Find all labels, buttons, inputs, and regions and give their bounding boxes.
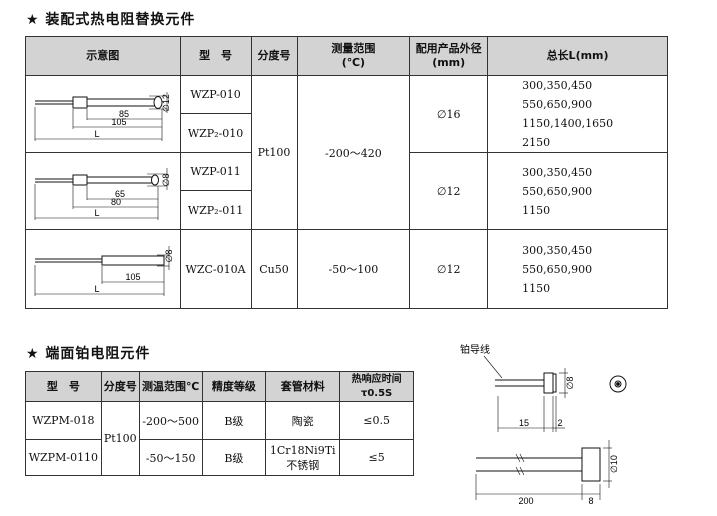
length-cell-2: 300,350,450 550,650,900 1150 [487, 152, 668, 230]
dim-label: ∅8 [161, 174, 171, 187]
model-cell: WZC-010A [179, 229, 252, 309]
element-diagram-1: ∅12 85 105 L [34, 92, 171, 141]
header-grade: 精度等级 [201, 371, 267, 402]
dim-label: 105 [125, 272, 140, 282]
length-cell-3: 300,350,450 550,650,900 1150 [487, 229, 668, 309]
range-cell: -50～150 [138, 439, 203, 476]
dim-label: L [94, 208, 99, 218]
dim-label: 105 [111, 117, 126, 127]
dim-label: 15 [519, 418, 529, 428]
time-cell: ≤0.5 [339, 401, 414, 440]
length-line: 2150 [522, 136, 551, 149]
length-line: 300,350,450 [522, 79, 593, 92]
header-graduation: 分度号 [250, 36, 298, 76]
dim-label: L [94, 129, 99, 139]
model-cell: WZP₂-011 [179, 190, 252, 230]
range-cu50: -50～100 [296, 229, 411, 309]
length-line: 1150 [522, 281, 551, 295]
header-model: 型 号 [25, 371, 102, 402]
graduation-pt100: Pt100 [250, 75, 298, 230]
header-model: 型 号 [179, 36, 252, 76]
header-graduation: 分度号 [100, 371, 140, 402]
dim-label: 80 [111, 197, 121, 207]
platinum-element-table: 型 号 分度号 测温范围℃ 精度等级 套管材料 热响应时间τ0.5S WZPM-… [25, 371, 414, 476]
dim-label: 8 [588, 496, 593, 506]
grade-cell: B级 [201, 401, 267, 440]
dim-label: 2 [557, 418, 562, 428]
section2-title: ★ 端面铂电阻元件 [26, 346, 151, 362]
element-diagram-3: ∅8 105 L [34, 246, 174, 296]
diameter-cell-3: ∅12 [409, 229, 489, 309]
graduation-cu50: Cu50 [250, 229, 298, 309]
length-line: 1150,1400,1650 [522, 117, 614, 130]
time-cell: ≤5 [339, 439, 414, 476]
header-diagram: 示意图 [25, 36, 181, 76]
header-diameter: 配用产品外径 (mm) [409, 36, 489, 76]
diagram-cell-1 [25, 75, 181, 153]
material-cell: 1Cr18Ni9Ti 不锈钢 [265, 439, 341, 476]
header-range: 测量范围 (℃) [296, 36, 411, 76]
header-response-time: 热响应时间τ0.5S [339, 371, 414, 402]
range-cell: -200～500 [138, 401, 203, 440]
length-line: 300,350,450 [522, 165, 593, 179]
dim-label: ∅8 [565, 377, 575, 390]
graduation-cell: Pt100 [100, 401, 140, 476]
dim-label: 85 [119, 109, 129, 119]
length-cell-1: 300,350,450 550,650,900 1150,1400,1650 2… [487, 75, 668, 153]
dim-label: ∅12 [161, 94, 171, 112]
range-pt100: -200～420 [296, 75, 411, 230]
diameter-cell-2: ∅12 [409, 152, 489, 230]
model-cell: WZP₂-010 [179, 113, 252, 153]
header-range: 测温范围℃ [138, 371, 203, 402]
length-line: 550,650,900 [522, 98, 593, 111]
dim-label: ∅10 [609, 455, 619, 473]
dim-label: L [94, 284, 99, 294]
header-total-length: 总长L(mm) [487, 36, 668, 76]
length-line: 300,350,450 [522, 243, 593, 257]
platinum-element-drawing: 铂导线 ∅8 15 2 ∅10 200 8 [460, 343, 627, 506]
length-line: 1150 [522, 203, 551, 217]
model-cell: WZP-011 [179, 152, 252, 191]
grade-cell: B级 [201, 439, 267, 476]
model-cell: WZPM-018 [25, 401, 102, 440]
lead-wire-label: 铂导线 [460, 343, 490, 356]
material-cell: 陶瓷 [265, 401, 341, 440]
length-line: 550,650,900 [522, 184, 593, 198]
dim-label: ∅8 [164, 250, 174, 263]
dim-label: 200 [518, 496, 533, 506]
element-diagram-2: ∅8 65 80 L [34, 168, 171, 220]
length-line: 550,650,900 [522, 262, 593, 276]
diameter-cell-1: ∅16 [409, 75, 489, 153]
model-cell: WZP-010 [179, 75, 252, 114]
dim-label: 65 [115, 189, 125, 199]
section1-title: ★ 装配式热电阻替换元件 [26, 12, 196, 28]
model-cell: WZPM-0110 [25, 439, 102, 476]
replacement-element-table: 示意图 型 号 分度号 测量范围 (℃) 配用产品外径 (mm) 总长L(mm)… [25, 36, 668, 309]
header-material: 套管材料 [265, 371, 341, 402]
diagram-cell-3 [25, 229, 181, 309]
